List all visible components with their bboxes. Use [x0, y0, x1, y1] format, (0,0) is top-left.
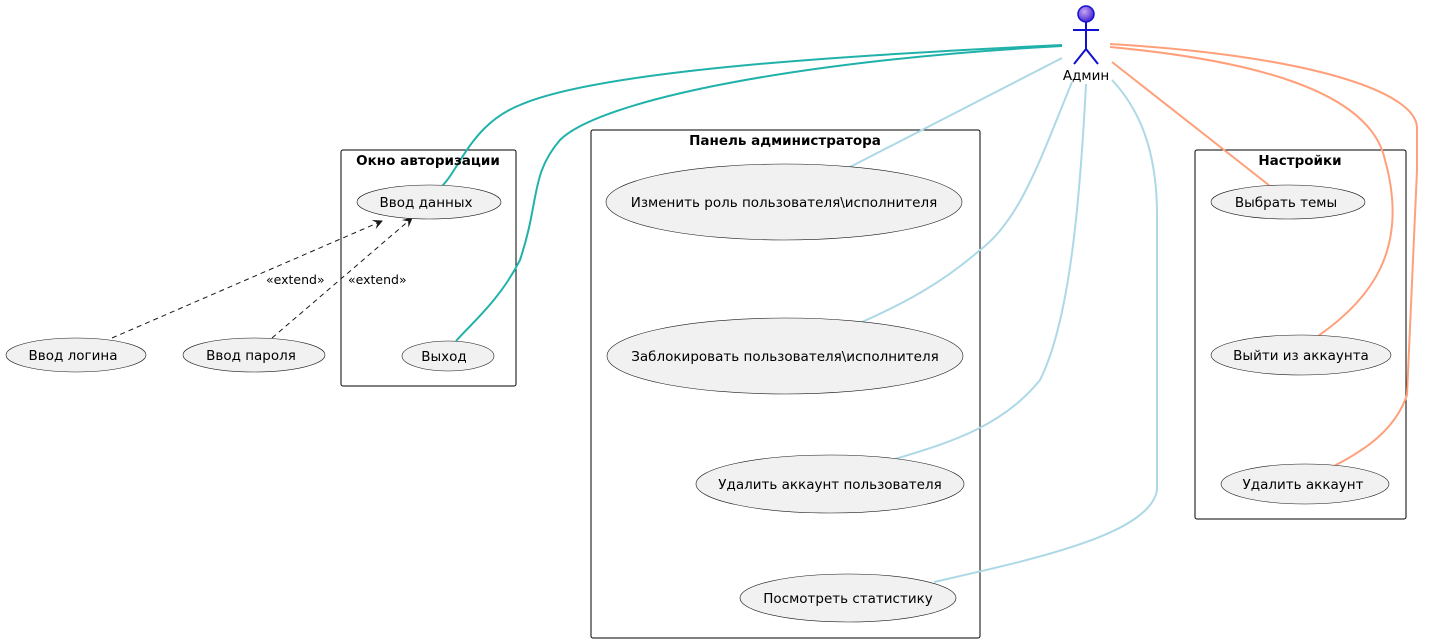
use-case-password-label: Ввод пароля — [206, 348, 296, 364]
use-case-password[interactable]: Ввод пароля — [182, 337, 326, 373]
line-admin-to-logout — [1109, 46, 1394, 337]
line-admin-to-block — [861, 81, 1073, 323]
actor-admin[interactable]: Админ — [1063, 5, 1109, 84]
use-case-logout[interactable]: Выйти из аккаунта — [1210, 334, 1392, 376]
line-admin-to-exit — [455, 45, 1063, 342]
use-case-block-user-label: Заблокировать пользователя\исполнителя — [631, 349, 938, 365]
use-case-delete-user-account-label: Удалить аккаунт пользователя — [718, 477, 941, 493]
use-case-input-data-label: Ввод данных — [379, 195, 472, 211]
use-case-delete-account[interactable]: Удалить аккаунт — [1220, 463, 1390, 505]
use-case-block-user[interactable]: Заблокировать пользователя\исполнителя — [606, 317, 964, 395]
use-case-choose-theme-label: Выбрать темы — [1235, 195, 1337, 211]
settings-package-frame — [1194, 149, 1407, 520]
admin-package-frame — [590, 129, 981, 639]
admin-package-title: Панель администратора — [689, 133, 881, 149]
use-case-logout-label: Выйти из аккаунта — [1233, 348, 1369, 364]
extend-label-1: «extend» — [266, 272, 325, 287]
line-admin-to-theme — [1111, 61, 1271, 187]
line-admin-to-change-role — [849, 57, 1063, 168]
use-case-login-label: Ввод логина — [29, 348, 118, 364]
auth-package-title: Окно авторизации — [356, 153, 500, 169]
extend-login-to-input — [111, 219, 383, 339]
extend-label-2: «extend» — [348, 272, 407, 287]
actor-body-icon — [1073, 22, 1099, 65]
use-case-exit[interactable]: Выход — [401, 340, 495, 372]
use-case-view-stats[interactable]: Посмотреть статистику — [739, 573, 957, 623]
line-admin-to-stats — [933, 79, 1158, 583]
settings-package-title: Настройки — [1258, 153, 1341, 169]
use-case-change-role-label: Изменить роль пользователя\исполнителя — [631, 195, 937, 211]
use-case-delete-user-account[interactable]: Удалить аккаунт пользователя — [695, 454, 965, 514]
line-admin-to-delete-account — [1109, 43, 1419, 467]
use-case-input-data[interactable]: Ввод данных — [356, 184, 502, 220]
extend-password-to-input — [271, 217, 413, 339]
use-case-choose-theme[interactable]: Выбрать темы — [1210, 184, 1366, 220]
use-case-delete-account-label: Удалить аккаунт — [1243, 477, 1364, 493]
use-case-view-stats-label: Посмотреть статистику — [763, 591, 933, 607]
actor-head-icon — [1077, 5, 1095, 23]
line-admin-to-delete-user — [891, 83, 1087, 461]
use-case-change-role[interactable]: Изменить роль пользователя\исполнителя — [605, 163, 963, 241]
line-admin-to-input — [439, 44, 1063, 189]
use-case-exit-label: Выход — [421, 349, 467, 365]
use-case-login[interactable]: Ввод логина — [5, 337, 147, 373]
actor-name: Админ — [1063, 68, 1109, 84]
